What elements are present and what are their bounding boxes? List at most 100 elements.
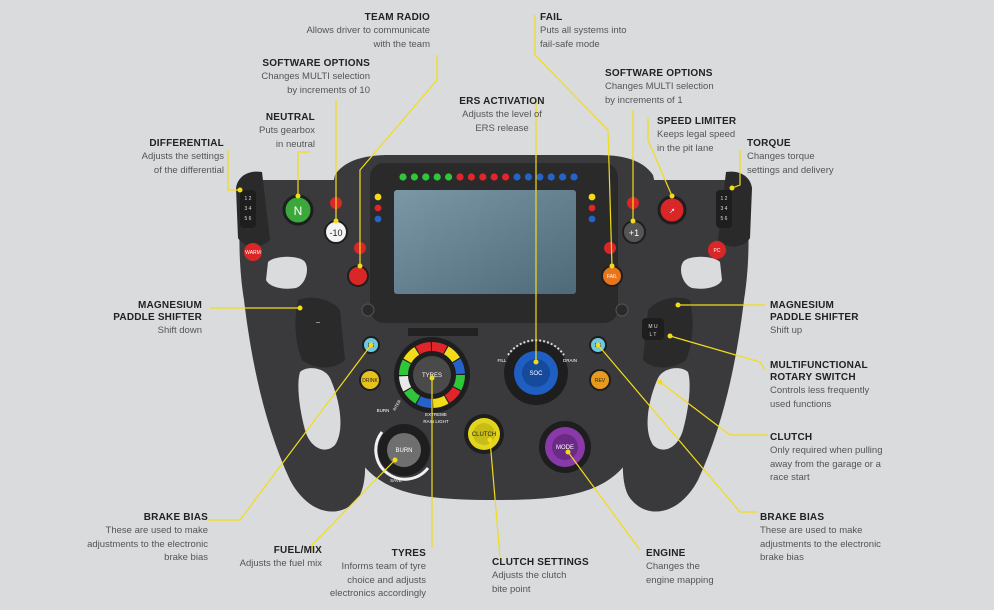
tyre-ring-segment (452, 358, 465, 375)
callout-lines (208, 15, 768, 558)
tyre-ring-segment (432, 342, 448, 354)
drink-button[interactable] (359, 369, 381, 391)
speed-limiter-desc-2: in the pit lane (657, 142, 714, 154)
left-grip-cutout (266, 256, 307, 289)
team-radio-title: TEAM RADIO (364, 12, 430, 23)
center-controls: TYRES INTER EXTREME RAIN LIGHT CLUTCH SO… (392, 337, 591, 473)
brake-bias-left-annotation: BRAKE BIAS These are used to make adjust… (60, 512, 208, 565)
fill-label: FILL (497, 358, 507, 363)
differential-desc-1: Adjusts the settings (141, 151, 224, 162)
software-options-right-title: SOFTWARE OPTIONS (605, 68, 713, 79)
fail-desc-1: Puts all systems into (540, 25, 627, 36)
neutral-label: N (294, 204, 303, 218)
svg-text:5 6: 5 6 (721, 216, 728, 222)
software-options-left-desc-2: by increments of 10 (287, 84, 370, 96)
warm-button[interactable] (244, 243, 262, 261)
inter-label: INTER (392, 399, 402, 412)
paddle-left-minus-icon: − (316, 318, 321, 327)
svg-text:5 6: 5 6 (245, 216, 252, 222)
side-light (588, 215, 596, 223)
shift-light (433, 173, 441, 181)
brake-bias-left-title: BRAKE BIAS (143, 512, 208, 523)
neutral-desc-1: Puts gearbox (259, 125, 315, 136)
brake-bias-left-desc-1: These are used to make (105, 525, 208, 536)
warm-label: WARM (245, 250, 261, 256)
team-radio-desc-1: Allows driver to communicate (306, 25, 430, 36)
svg-text:L T: L T (650, 332, 657, 338)
pit-limiter-icon: ↗ (669, 208, 675, 215)
tyre-ring-segment (416, 396, 432, 408)
software-options-right-annotation: SOFTWARE OPTIONS Changes MULTI selection… (605, 68, 755, 107)
engine-annotation: ENGINE Changes the engine mapping (646, 548, 746, 587)
paddle-right-title-1: MAGNESIUM (770, 300, 835, 311)
shift-light (570, 173, 578, 181)
brake-bias-right-annotation: BRAKE BIAS These are used to make adjust… (760, 512, 910, 565)
svg-text:3 4: 3 4 (245, 206, 252, 212)
tyres-rotary[interactable] (413, 356, 451, 394)
drink-label: DRINK (362, 378, 378, 384)
brake-bias-right-desc-3: brake bias (760, 552, 804, 563)
multi-rotary-desc-2: used functions (770, 398, 832, 410)
svg-text:1 2: 1 2 (721, 196, 728, 202)
side-light (588, 193, 596, 201)
shift-light (479, 173, 487, 181)
svg-text:1 2: 1 2 (245, 196, 252, 202)
brake-bias-left-desc-3: brake bias (164, 552, 208, 563)
engine-desc-1: Changes the (646, 561, 700, 572)
paddle-left-annotation: MAGNESIUM PADDLE SHIFTER Shift down (90, 300, 202, 338)
multi-rotary-annotation: MULTIFUNCTIONAL ROTARY SWITCH Controls l… (770, 360, 910, 411)
torque-desc-1: Changes torque (747, 151, 815, 162)
shift-light (524, 173, 533, 181)
side-lights-right (588, 193, 596, 223)
paddle-left-desc: Shift down (157, 325, 202, 336)
tyre-ring-segment (399, 375, 412, 392)
tyre-ring-segment (399, 359, 411, 375)
multi-rotary-title-2: ROTARY SWITCH (770, 372, 856, 383)
differential-rotary[interactable] (240, 190, 256, 228)
clutch-settings-title: CLUTCH SETTINGS (492, 557, 589, 568)
shift-light (536, 173, 544, 181)
svg-text:M U: M U (648, 324, 658, 330)
burn-label: BURN (395, 448, 412, 454)
soc-label: SOC (529, 371, 543, 377)
paddle-left-title-2: PADDLE SHIFTER (113, 312, 202, 323)
multifunction-rotary[interactable] (642, 318, 664, 340)
multi-rotary-title-1: MULTIFUNCTIONAL (770, 360, 868, 371)
clutch-desc-3: race start (770, 472, 810, 483)
pc-button[interactable] (708, 241, 726, 259)
brake-bias-right-desc-2: adjustments to the electronic (760, 538, 881, 550)
tyres-color-ring (399, 342, 465, 408)
torque-rotary[interactable] (716, 190, 732, 228)
fuel-mix-title: FUEL/MIX (273, 545, 322, 556)
left-paddle-pod (295, 297, 345, 368)
svg-text:3 4: 3 4 (721, 206, 728, 212)
shift-light (422, 173, 430, 181)
tyre-ring-segment (444, 346, 460, 363)
rain-light-label: RAIN LIGHT (423, 419, 449, 424)
tyre-ring-segment (403, 347, 420, 363)
mode-label: MODE (556, 445, 574, 451)
drain-label: DRAIN (563, 358, 577, 363)
speed-limiter-title: SPEED LIMITER (657, 116, 737, 127)
minus10-label: -10 (329, 228, 342, 238)
ers-activation-desc-1: Adjusts the level of (462, 109, 542, 120)
tyres-desc-1: Informs team of tyre (341, 561, 426, 572)
speed-limiter-annotation: SPEED LIMITER Keeps legal speed in the p… (657, 116, 767, 155)
shift-light (410, 173, 418, 181)
shift-light (456, 173, 464, 181)
clutch-desc-1: Only required when pulling (770, 445, 883, 456)
extreme-label: EXTREME (425, 412, 447, 417)
ers-activation-annotation: ERS ACTIVATION Adjusts the level of ERS … (442, 96, 562, 135)
fail-small-button[interactable] (604, 242, 616, 254)
shift-light (547, 173, 555, 181)
fuel-mix-annotation: FUEL/MIX Adjusts the fuel mix (220, 545, 322, 571)
radio-button[interactable] (347, 265, 369, 287)
clutch-settings-annotation: CLUTCH SETTINGS Adjusts the clutch bite … (492, 557, 612, 596)
rev-button[interactable] (589, 369, 611, 391)
shift-light (559, 173, 567, 181)
rev-label: REV (595, 378, 606, 384)
shift-light (502, 173, 510, 181)
fail-label: FAIL (607, 274, 618, 280)
shift-light (445, 173, 453, 181)
